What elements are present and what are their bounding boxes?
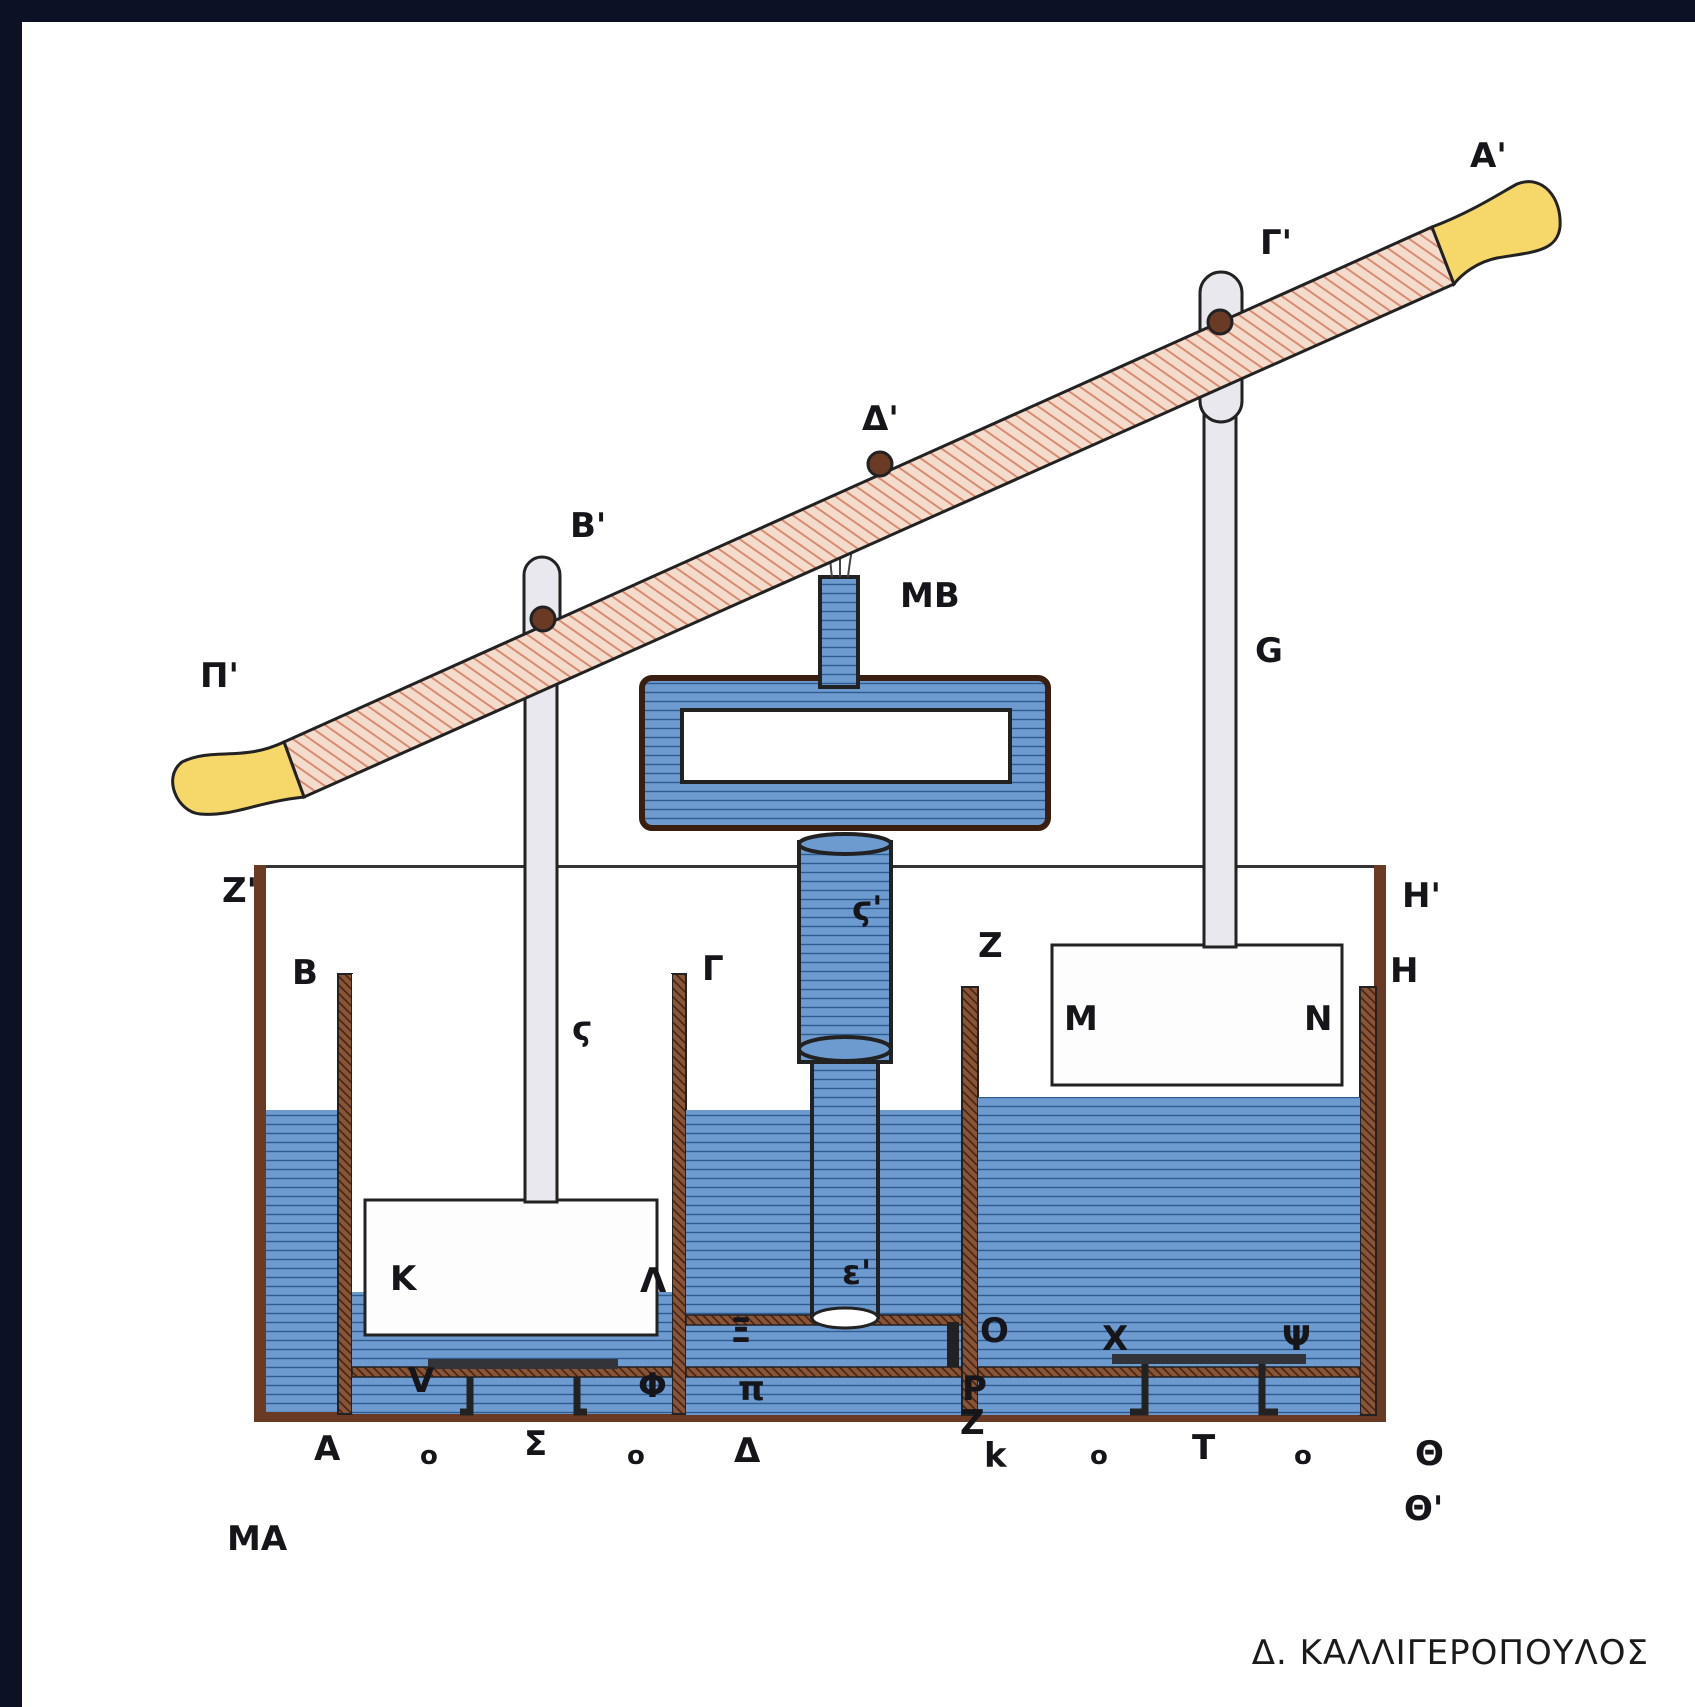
delivery-tube-upper [797,840,893,1064]
tank-floor [254,1412,1386,1422]
label-rho: P [962,1369,987,1409]
label-xi: Ξ [730,1311,751,1351]
label-h-prime: H' [1402,876,1441,916]
handle-left [171,739,307,816]
label-psi: Ψ [1282,1319,1311,1359]
middle-section [685,832,963,1415]
label-gamma-prime: Γ' [1260,223,1292,263]
label-theta-prime: Θ' [1404,1489,1443,1529]
left-valve-flap [428,1359,618,1369]
label-b: B [292,953,318,993]
label-m-b: MB [900,576,960,616]
air-chamber [639,526,1051,831]
label-z-prime: Z' [222,871,257,911]
label-o: O [980,1311,1009,1351]
label-m-a: MA [227,1519,288,1559]
label-delta-prime: Δ' [862,399,899,439]
label-pi-prime: Π' [200,656,239,696]
delivery-tube-lower [810,1050,880,1319]
label-z: Z [978,926,1003,966]
label-sigma: Σ [524,1424,547,1464]
left-piston [363,1198,659,1337]
pivot-delta-prime [866,450,894,478]
label-pi: π [738,1369,765,1409]
label-k: K [390,1259,418,1299]
pivot-gamma-prime [1206,308,1234,336]
label-o-4: o [1294,1441,1312,1471]
author-credit: Δ. ΚΑΛΛΙΓΕΡΟΠΟΥΛΟΣ [1251,1633,1649,1673]
label-g: G [1255,631,1283,671]
label-v: V [408,1361,435,1401]
label-t: T [1192,1428,1216,1468]
label-m: M [1064,999,1098,1039]
label-stigma: ϛ [572,1009,592,1049]
label-lambda: Λ [640,1261,667,1301]
label-stigma-prime: ϛ' [852,889,883,929]
label-k-lower: k [984,1436,1008,1476]
label-delta: Δ [734,1431,761,1471]
label-theta: Θ [1415,1434,1444,1474]
label-o-3: o [1090,1441,1108,1471]
label-o-1: o [420,1441,438,1471]
right-rod [1202,375,1238,949]
label-b-prime: B' [570,506,606,546]
lever-beam [171,180,1562,816]
handle-right [1430,180,1562,287]
pivot-b-prime [529,605,557,633]
outer-wall-left [254,865,266,1420]
label-a-prime: A' [1470,136,1507,176]
right-cylinder [961,943,1377,1416]
right-valve-flap [1112,1354,1306,1364]
label-a: A [314,1429,341,1469]
label-o-2: o [627,1441,645,1471]
left-cylinder [337,973,687,1416]
label-x: X [1102,1319,1128,1359]
nozzle [818,575,860,689]
label-h: H [1390,951,1418,991]
label-z-2: Z [960,1403,985,1443]
labels: A' Γ' Δ' B' Π' MB G Z' H' B Γ Z H ϛ ϛ' M… [200,136,1507,1559]
right-piston [1050,943,1344,1087]
pump-diagram: A' Γ' Δ' B' Π' MB G Z' H' B Γ Z H ϛ ϛ' M… [171,136,1562,1559]
label-epsilon-prime: ε' [842,1253,871,1293]
label-phi: Φ [638,1366,667,1406]
diagram-frame: A' Γ' Δ' B' Π' MB G Z' H' B Γ Z H ϛ ϛ' M… [22,22,1695,1707]
label-n: N [1304,999,1332,1039]
air-space [680,708,1012,784]
label-gamma: Γ [702,949,724,989]
